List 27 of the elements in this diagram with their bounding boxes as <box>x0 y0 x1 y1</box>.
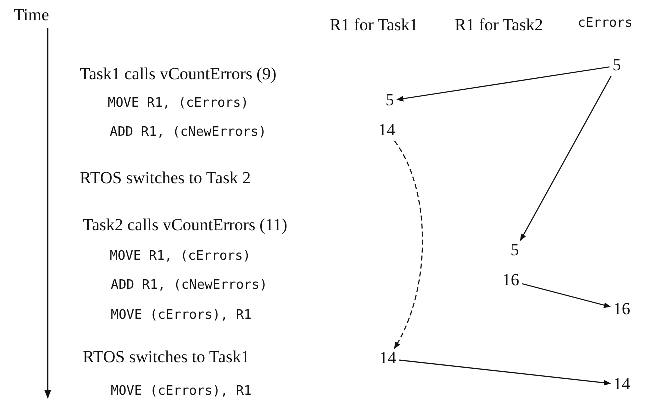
register-value: 14 <box>378 122 396 140</box>
code-line: MOVE R1, (cErrors) <box>110 250 251 264</box>
register-value: 14 <box>378 350 398 368</box>
register-value: 14 <box>612 376 632 394</box>
dashed-arrow <box>394 141 424 350</box>
step-text: Task2 calls vCountErrors (11) <box>83 216 288 236</box>
step-text: Task1 calls vCountErrors (9) <box>80 66 277 84</box>
arrow <box>399 360 612 386</box>
code-line: ADD R1, (cNewErrors) <box>110 126 267 140</box>
register-value: 5 <box>612 56 622 76</box>
code-line: ADD R1, (cNewErrors) <box>111 278 268 294</box>
column-header: R1 for Task2 <box>455 16 544 36</box>
step-text: RTOS switches to Task 2 <box>80 170 251 188</box>
arrow <box>396 66 610 102</box>
code-line: MOVE (cErrors), R1 <box>111 308 252 324</box>
column-header: R1 for Task1 <box>330 16 418 36</box>
step-text: RTOS switches to Task1 <box>83 348 250 368</box>
register-value: 5 <box>384 92 396 110</box>
code-line: MOVE (cErrors), R1 <box>111 384 252 400</box>
arrow <box>520 76 612 242</box>
axis-label: Time <box>14 6 50 26</box>
code-line: MOVE R1, (cErrors) <box>108 96 249 112</box>
column-header: cErrors <box>578 16 633 32</box>
register-value: 16 <box>612 300 632 320</box>
register-value: 16 <box>502 272 520 290</box>
register-value: 5 <box>510 242 520 260</box>
arrow <box>522 283 612 308</box>
